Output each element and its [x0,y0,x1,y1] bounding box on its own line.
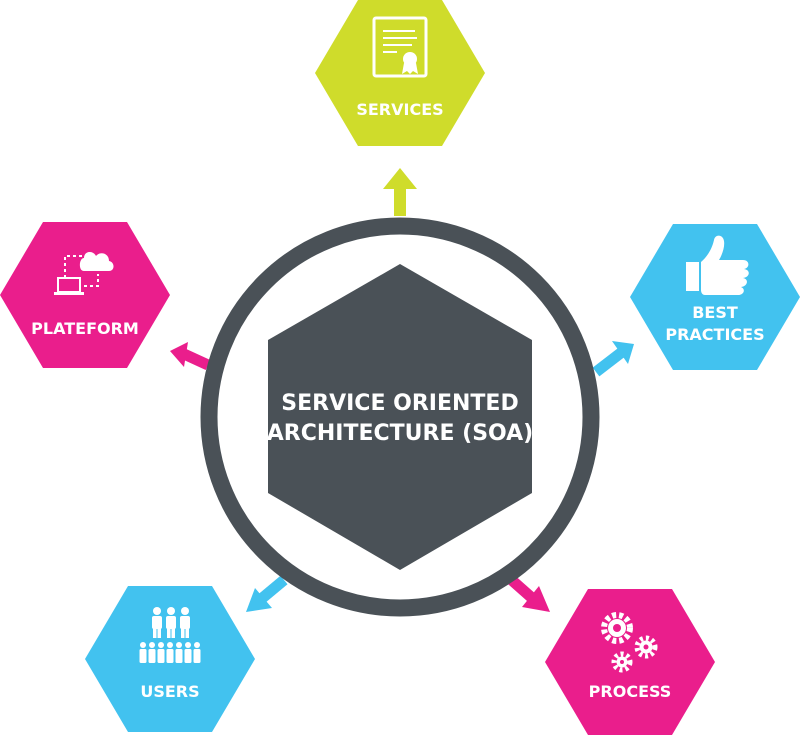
gears-icon [601,612,658,673]
certificate-icon [372,16,428,78]
center-title-line1: SERVICE ORIENTED [281,391,518,416]
node-best-practices: BEST PRACTICES [630,224,800,370]
best-practices-label-line1: BEST [692,303,738,322]
plateform-label: PLATEFORM [31,319,139,338]
plateform-hexagon [0,222,170,368]
node-services: SERVICES [315,0,485,146]
cloud-laptop-icon [54,252,114,295]
best-practices-hexagon [630,224,800,370]
best-practices-label-line2: PRACTICES [665,325,764,344]
thumbs-up-icon [686,235,749,295]
center-title-line2: ARCHITECTURE (SOA) [267,421,533,446]
process-label: PROCESS [589,682,672,701]
arrow-best-practices [592,341,634,377]
arrow-users [246,575,288,612]
services-label: SERVICES [356,100,443,119]
arrow-services [383,168,417,216]
users-label: USERS [140,682,199,701]
arrow-plateform [170,342,211,370]
node-users: USERS [85,586,255,732]
people-group-icon [139,607,201,663]
node-plateform: PLATEFORM [0,222,170,368]
center-hexagon [268,264,532,570]
node-process: PROCESS [545,589,715,735]
center-ring [200,217,600,617]
services-hexagon [315,0,485,146]
